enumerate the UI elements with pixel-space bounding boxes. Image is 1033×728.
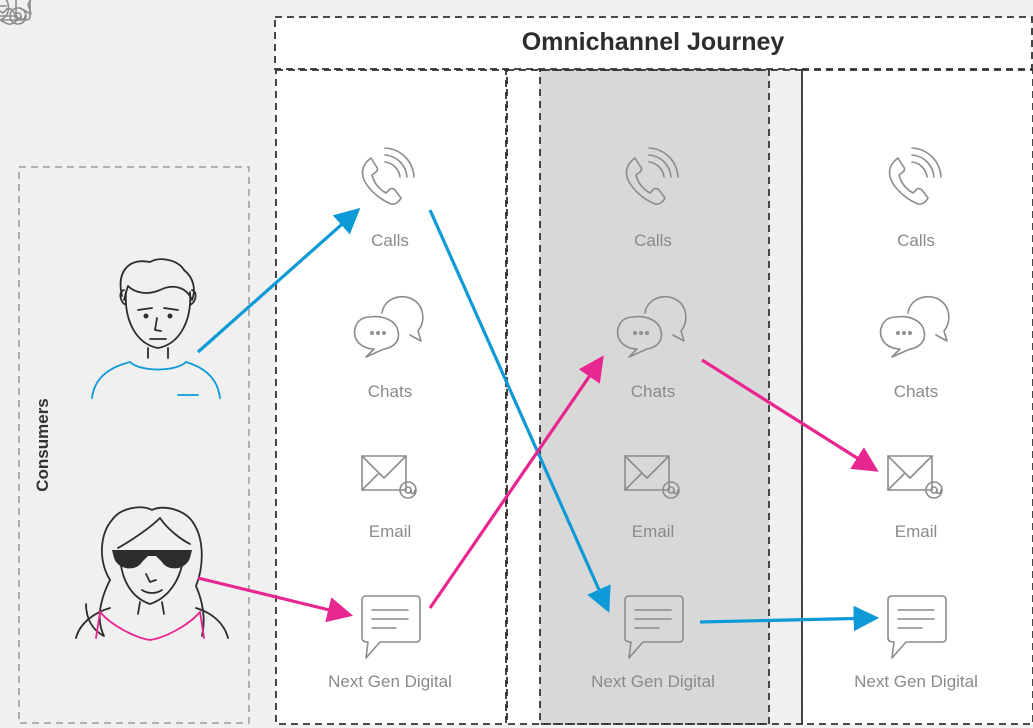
channel-label-calls: Calls — [371, 231, 409, 250]
pink-journey-arrow-1 — [197, 576, 354, 623]
blue-journey-arrow-2 — [428, 209, 611, 613]
column-1-background — [276, 70, 506, 724]
channel-label-calls: Calls — [897, 231, 935, 250]
woman-avatar — [75, 506, 229, 641]
consumers-frame — [18, 166, 250, 724]
pink-journey-arrow-2 — [428, 355, 604, 609]
channel-label-chats: Chats — [631, 382, 675, 401]
blue-journey-arrow-3 — [699, 605, 880, 632]
channel-label-email: Email — [632, 522, 675, 541]
channel-label-next-gen-digital: Next Gen Digital — [854, 672, 978, 691]
channel-label-email: Email — [895, 522, 938, 541]
blue-journey-arrow-1 — [196, 207, 361, 354]
column-3-frame — [801, 69, 1033, 725]
pink-journey-arrow-3 — [701, 358, 879, 472]
channel-label-chats: Chats — [894, 382, 938, 401]
column-2-highlight — [540, 70, 769, 724]
diagram-title: Omnichannel Journey — [522, 28, 785, 56]
channel-label-next-gen-digital: Next Gen Digital — [328, 672, 452, 691]
channel-label-next-gen-digital: Next Gen Digital — [591, 672, 715, 691]
consumers-label: Consumers — [33, 398, 52, 492]
channel-label-email: Email — [369, 522, 412, 541]
channel-label-chats: Chats — [368, 382, 412, 401]
title-frame — [274, 16, 1033, 70]
column-3-background — [802, 70, 1033, 724]
column-1-frame — [275, 69, 507, 725]
column-2-frame — [539, 69, 770, 725]
man-avatar — [91, 258, 221, 399]
channel-label-calls: Calls — [634, 231, 672, 250]
